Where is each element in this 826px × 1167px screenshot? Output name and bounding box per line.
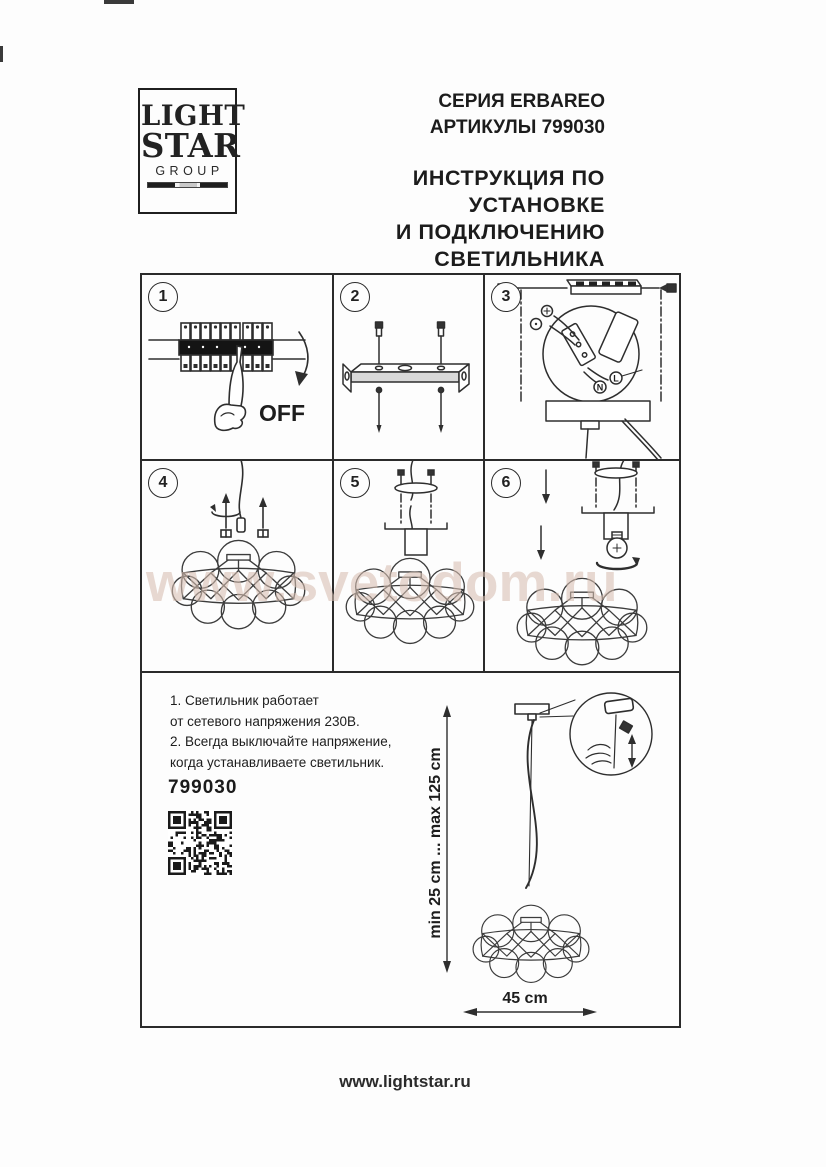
step-2-bracket-drawing	[342, 321, 470, 433]
step-3-wiring-drawing: L N	[497, 279, 677, 461]
scan-artifact	[104, 0, 134, 4]
shade-width-label: 45 cm	[502, 990, 548, 1007]
note-line: 2. Всегда выключайте напряжение,	[170, 734, 392, 749]
title-line2: И ПОДКЛЮЧЕНИЮ СВЕТИЛЬНИКА	[395, 220, 605, 271]
qr-code	[168, 811, 232, 875]
grid-hline-2	[140, 671, 681, 673]
suspension-height-label: min 25 cm ... max 125 cm	[427, 747, 444, 939]
step-4-shade-drawing	[171, 459, 306, 630]
page-title: ИНСТРУКЦИЯ ПО УСТАНОВКЕ И ПОДКЛЮЧЕНИЮ СВ…	[288, 165, 605, 273]
safety-notes: 1. Светильник работает от сетевого напря…	[170, 691, 400, 773]
step-3-number: 3	[491, 282, 521, 312]
scan-artifact	[0, 46, 3, 62]
grid-vline-1	[332, 273, 334, 671]
step-6-number: 6	[491, 468, 521, 498]
off-label: OFF	[259, 400, 305, 426]
logo-line3: GROUP	[155, 163, 224, 178]
footer-url: www.lightstar.ru	[339, 1072, 471, 1091]
step-1-number: 1	[148, 282, 178, 312]
wire-label-n: N	[597, 383, 604, 393]
note-line: когда устанавливаете светильник.	[170, 754, 385, 770]
article-number: 799030	[168, 777, 238, 798]
title-line1: ИНСТРУКЦИЯ ПО УСТАНОВКЕ	[412, 166, 605, 217]
header-series-block: СЕРИЯ ERBAREO АРТИКУЛЫ 799030	[300, 89, 605, 140]
pendant-dimension-drawing	[443, 692, 653, 1016]
grid-hline-1	[140, 459, 681, 461]
logo-bar	[147, 181, 228, 188]
series-title: СЕРИЯ ERBAREO	[438, 91, 605, 112]
step-5-canopy-drawing	[345, 459, 475, 645]
logo-line2: STAR	[140, 125, 241, 165]
articles-title: АРТИКУЛЫ 799030	[429, 116, 605, 138]
grid-outer-border	[140, 273, 681, 1028]
step-2-number: 2	[340, 282, 370, 312]
note-line: от сетевого напряжения 230В.	[170, 713, 360, 729]
step-6-bulb-drawing	[516, 459, 655, 666]
lightstar-logo: LIGHT STAR GROUP	[138, 88, 246, 214]
note-line: 1. Светильник работает	[170, 693, 319, 708]
step-1-breaker-drawing: OFF	[148, 322, 309, 432]
step-4-number: 4	[148, 468, 178, 498]
wire-label-l: L	[613, 374, 619, 384]
grid-vline-2	[483, 273, 485, 671]
logo-line1: LIGHT	[140, 99, 246, 132]
step-5-number: 5	[340, 468, 370, 498]
